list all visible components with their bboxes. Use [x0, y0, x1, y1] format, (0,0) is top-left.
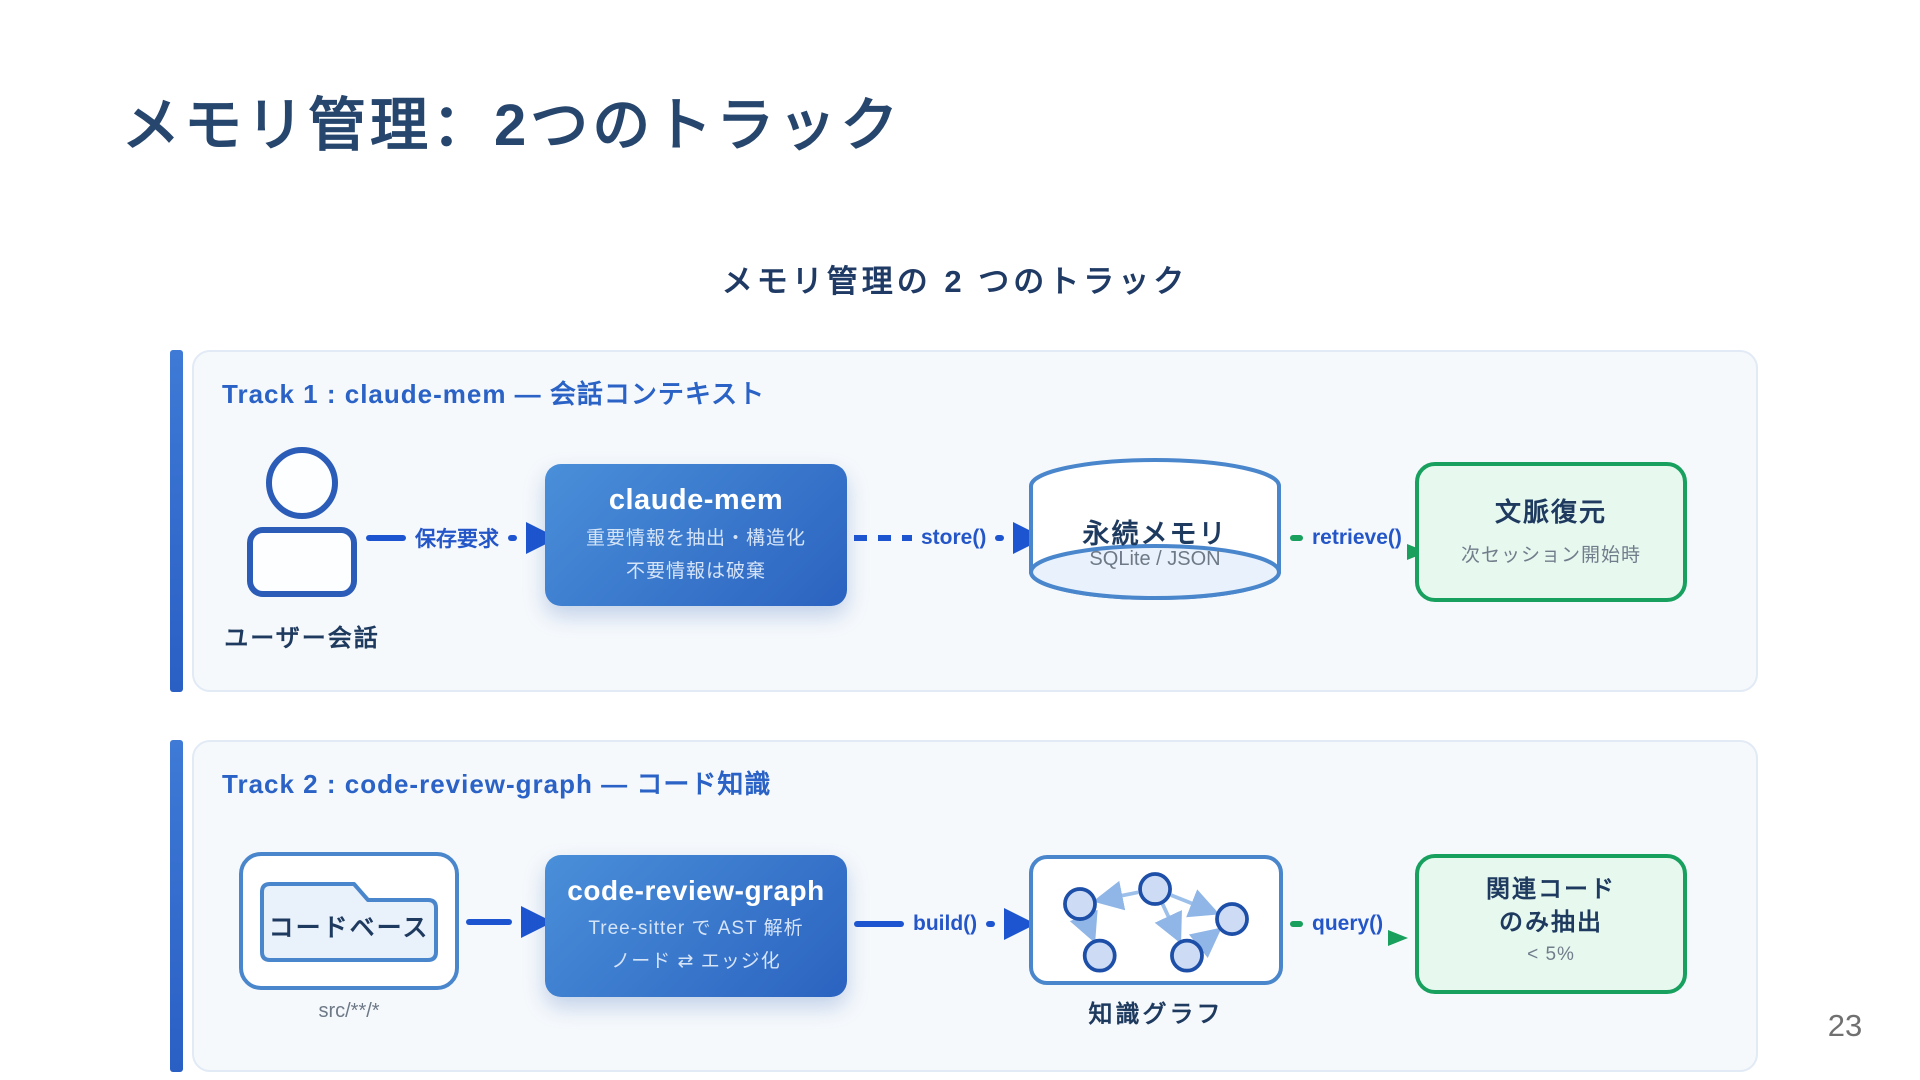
connector-line — [366, 535, 406, 541]
codebase-connector — [466, 902, 553, 942]
claude-mem-title: claude-mem — [608, 484, 784, 516]
codebase-caption: src/**/* — [318, 1000, 380, 1022]
crg-line1: Tree-sitter で AST 解析 — [588, 918, 804, 939]
track1-accent-bar — [170, 350, 183, 692]
build-connector: build() — [854, 904, 1037, 944]
user-icon — [247, 447, 357, 597]
related-code-box: 関連コード のみ抽出 < 5% — [1415, 854, 1687, 994]
connector-line — [854, 921, 904, 927]
user-node: ユーザー会話 — [222, 447, 382, 653]
connector-dash — [986, 921, 996, 927]
related-code-title2: のみ抽出 — [1499, 909, 1603, 937]
query-connector: query() — [1290, 904, 1409, 946]
knowledge-graph-icon — [1063, 872, 1249, 973]
db-subtitle: SQLite / JSON — [1089, 548, 1221, 570]
related-code-title: 関連コード — [1486, 876, 1616, 903]
connector-dashed-line — [854, 535, 912, 541]
page-title: メモリ管理：2つのトラック — [122, 93, 903, 158]
user-torso-shape — [247, 527, 357, 597]
retrieve-label: retrieve() — [1312, 526, 1402, 549]
store-connector: store() — [854, 518, 1046, 558]
retrieve-connector: retrieve() — [1290, 518, 1427, 560]
codebase-node: コードベース — [239, 852, 459, 990]
track1-panel: Track 1 : claude-mem — 会話コンテキスト ユーザー会話 保… — [192, 350, 1758, 692]
db-title: 永続メモリ — [1082, 519, 1228, 549]
connector-dash — [508, 535, 517, 541]
crg-title: code-review-graph — [567, 875, 825, 906]
user-head-shape — [266, 447, 338, 519]
crg-line2: ノード ⇄ エッジ化 — [611, 951, 781, 972]
code-review-graph-box: code-review-graph Tree-sitter で AST 解析 ノ… — [545, 855, 847, 997]
track2-header: Track 2 : code-review-graph — コード知識 — [222, 769, 772, 799]
connector-line — [466, 919, 512, 925]
track2-accent-bar — [170, 740, 183, 1072]
diagram-title: メモリ管理の 2 つのトラック — [721, 264, 1189, 299]
user-label: ユーザー会話 — [224, 625, 380, 652]
connector-dash — [995, 535, 1005, 541]
page-number: 23 — [1827, 1008, 1863, 1043]
context-restore-subtitle: 次セッション開始時 — [1460, 544, 1641, 566]
codebase-label: コードベース — [268, 914, 430, 942]
claude-mem-line1: 重要情報を抽出・構造化 — [585, 528, 806, 549]
context-restore-box: 文脈復元 次セッション開始時 — [1415, 462, 1687, 602]
database-cylinder-icon — [1029, 458, 1281, 600]
track1-header: Track 1 : claude-mem — 会話コンテキスト — [222, 379, 766, 409]
folder-icon: コードベース — [258, 878, 440, 964]
query-label: query() — [1312, 912, 1384, 935]
connector-green-dash — [1290, 921, 1303, 927]
store-label: store() — [921, 526, 987, 549]
build-label: build() — [913, 912, 978, 935]
knowledge-graph-caption: 知識グラフ — [1088, 1001, 1224, 1028]
track2-panel: Track 2 : code-review-graph — コード知識 コードベ… — [192, 740, 1758, 1072]
save-request-label: 保存要求 — [415, 528, 499, 551]
connector-green-dash — [1290, 535, 1303, 541]
context-restore-title: 文脈復元 — [1494, 497, 1607, 527]
knowledge-graph-node — [1029, 855, 1283, 985]
green-arrow-icon — [1388, 930, 1409, 946]
claude-mem-line2: 不要情報は破棄 — [625, 561, 766, 582]
claude-mem-box: claude-mem 重要情報を抽出・構造化 不要情報は破棄 — [545, 464, 847, 606]
save-request-connector: 保存要求 — [366, 518, 558, 558]
persistent-memory-node: 永続メモリ SQLite / JSON — [1027, 452, 1283, 608]
related-code-subtitle: < 5% — [1527, 944, 1575, 966]
